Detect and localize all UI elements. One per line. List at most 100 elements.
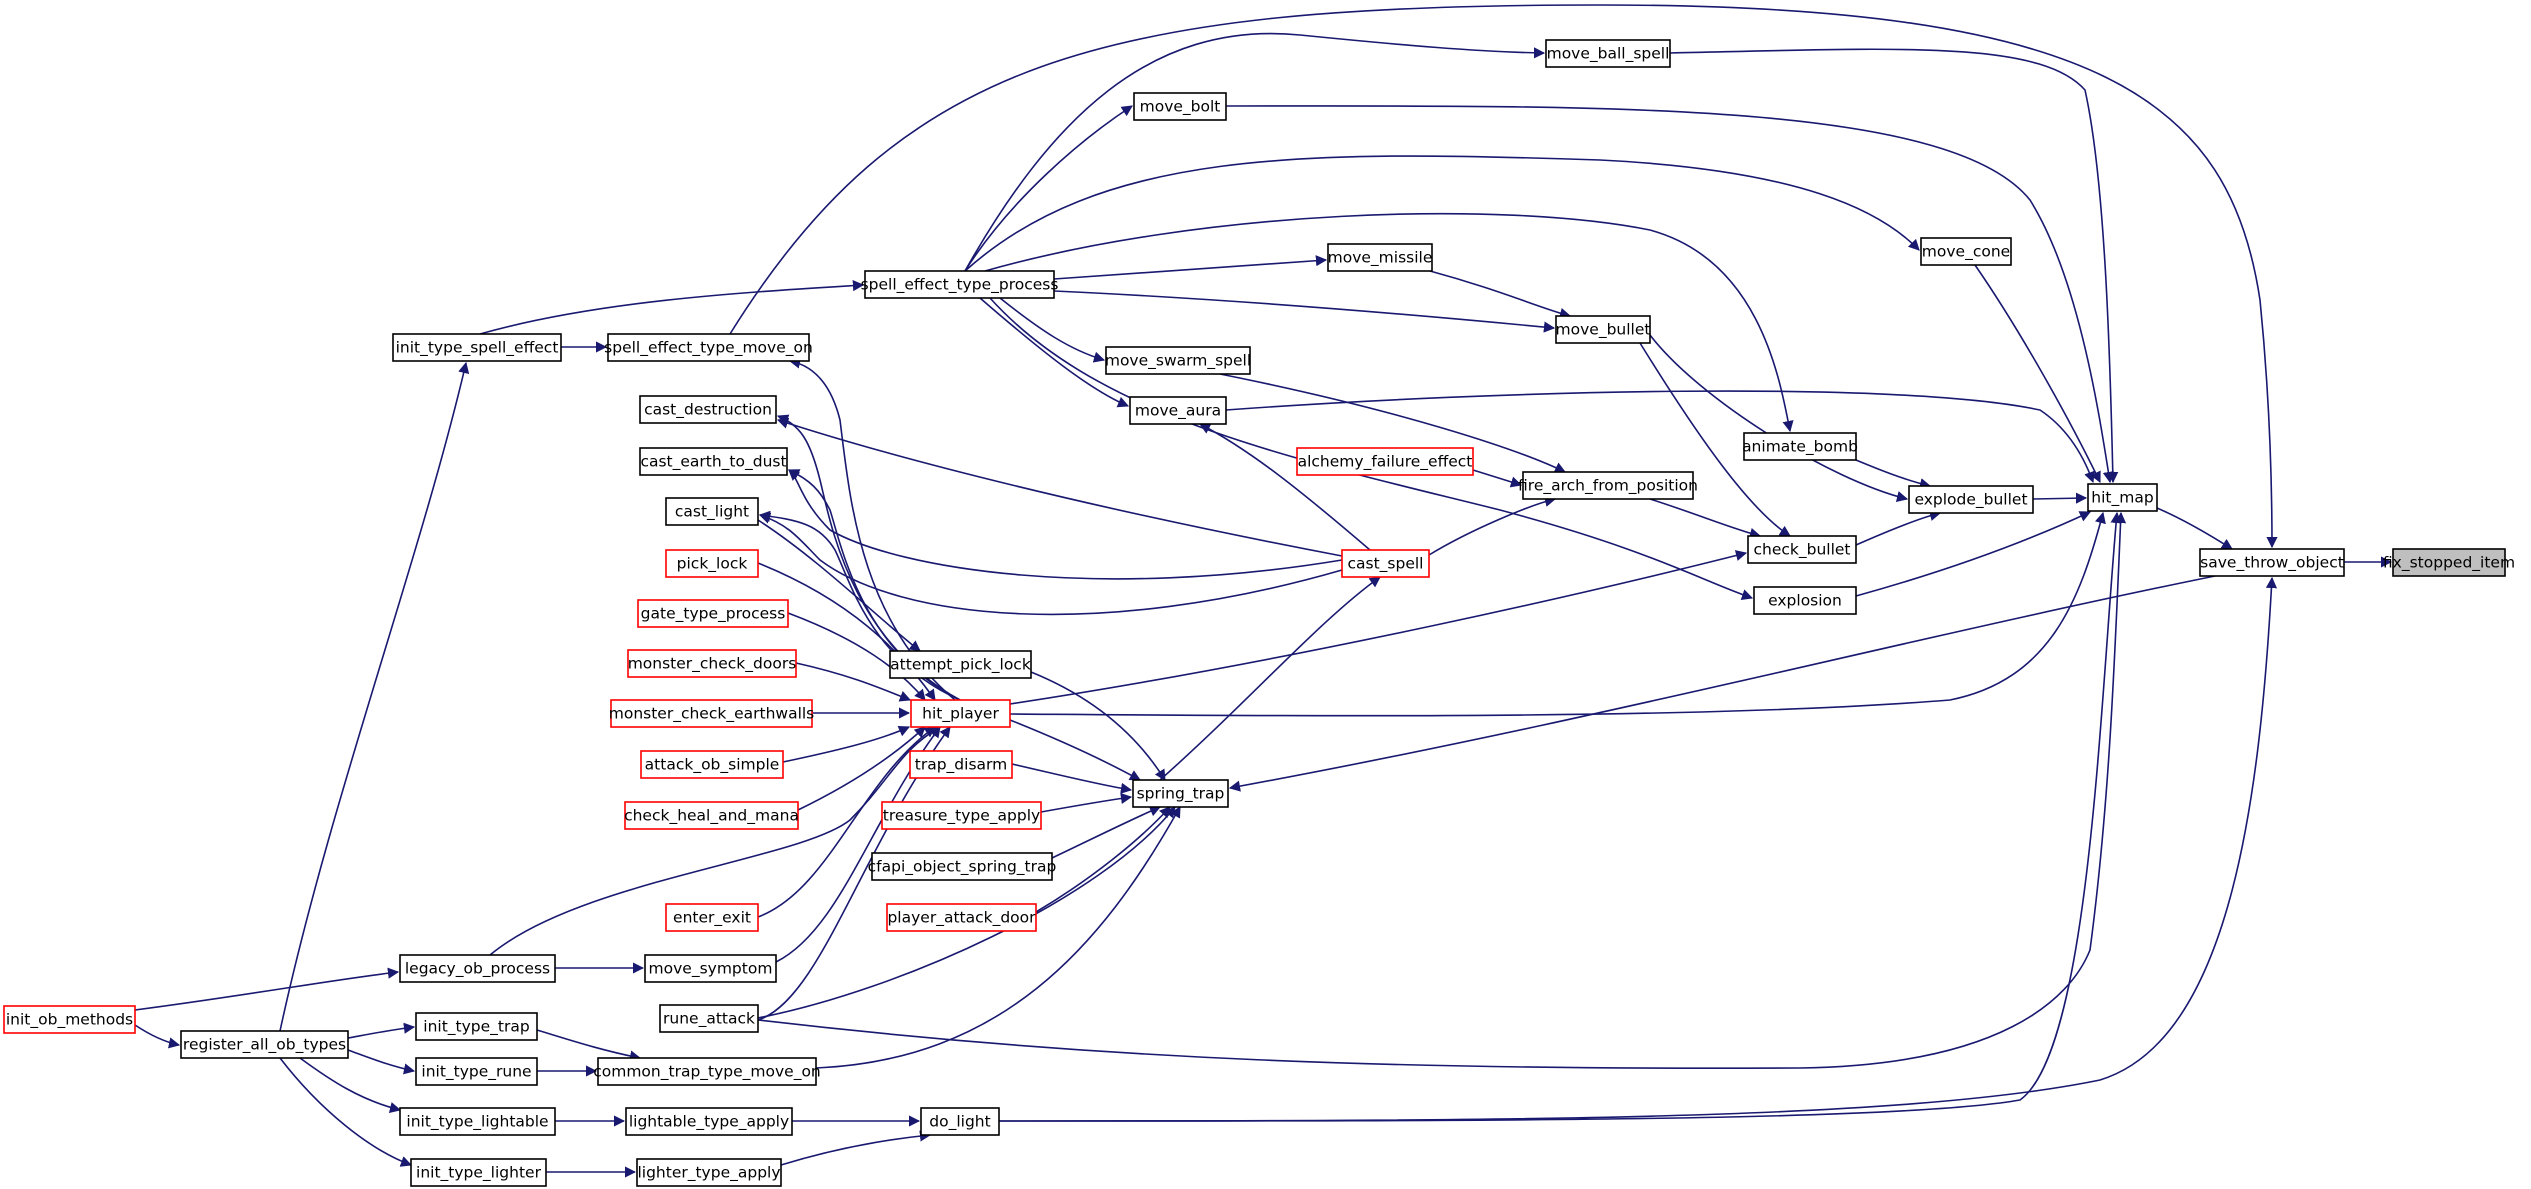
node-label: treasure_type_apply — [883, 807, 1040, 826]
edge-spell_effect_type_process-to-move_aura — [979, 297, 1130, 408]
node-monster-check-doors[interactable]: monster_check_doors — [627, 649, 797, 678]
node-move-ball-spell[interactable]: move_ball_spell — [1545, 39, 1671, 68]
node-move-bullet[interactable]: move_bullet — [1555, 315, 1651, 344]
node-move-cone[interactable]: move_cone — [1920, 237, 2012, 266]
node-box — [910, 699, 1011, 728]
node-label: monster_check_doors — [628, 655, 797, 674]
node-trap-disarm[interactable]: trap_disarm — [909, 750, 1013, 779]
node-box — [1743, 432, 1857, 461]
node-label: init_type_lighter — [416, 1164, 542, 1183]
node-pick-lock[interactable]: pick_lock — [665, 549, 759, 578]
node-check-heal-and-mana[interactable]: check_heal_and_mana — [624, 801, 799, 830]
node-gate-type-process[interactable]: gate_type_process — [637, 599, 789, 628]
node-cast-earth-to-dust[interactable]: cast_earth_to_dust — [639, 447, 788, 476]
node-spell-effect-type-move-on[interactable]: spell_effect_type_move_on — [604, 333, 813, 362]
edge-move_swarm_spell-to-fire_arch_from_position — [1219, 373, 1567, 473]
node-do-light[interactable]: do_light — [920, 1107, 1000, 1136]
edge-spring_trap-to-cast_spell — [1159, 576, 1381, 781]
node-cast-light[interactable]: cast_light — [665, 497, 759, 526]
node-cfapi-object-spring-trap[interactable]: cfapi_object_spring_trap — [868, 852, 1057, 881]
node-fix-stopped-item[interactable]: fix_stopped_item — [2383, 548, 2515, 577]
edge-cast_spell-to-fire_arch_from_position — [1428, 495, 1557, 556]
node-attempt-pick-lock[interactable]: attempt_pick_lock — [889, 650, 1032, 679]
node-box — [864, 270, 1055, 299]
node-save-throw-object[interactable]: save_throw_object — [2199, 548, 2345, 577]
node-alchemy-failure-effect[interactable]: alchemy_failure_effect — [1296, 447, 1474, 476]
node-move-missile[interactable]: move_missile — [1327, 243, 1433, 272]
node-box — [637, 599, 789, 628]
node-label: animate_bomb — [1742, 438, 1858, 457]
node-rune-attack[interactable]: rune_attack — [659, 1004, 759, 1033]
node-lightable-type-apply[interactable]: lightable_type_apply — [625, 1107, 793, 1136]
node-init-type-spell-effect[interactable]: init_type_spell_effect — [392, 333, 562, 362]
edge-cast_spell-to-move_aura — [1199, 423, 1371, 551]
node-init-ob-methods[interactable]: init_ob_methods — [3, 1005, 136, 1034]
node-common-trap-type-move-on[interactable]: common_trap_type_move_on — [593, 1057, 821, 1086]
edge-spell_effect_type_process-to-move_swarm_spell — [999, 297, 1106, 363]
edge-check_bullet-to-explode_bullet — [1855, 510, 1942, 546]
node-box — [1105, 346, 1251, 375]
node-fire-arch-from-position[interactable]: fire_arch_from_position — [1518, 471, 1698, 500]
node-box — [1341, 549, 1430, 578]
node-box — [871, 852, 1053, 881]
node-init-type-rune[interactable]: init_type_rune — [415, 1057, 538, 1086]
edge-treasure_type_apply-to-spring_trap — [1040, 792, 1133, 813]
node-label: attempt_pick_lock — [890, 656, 1031, 675]
node-explode-bullet[interactable]: explode_bullet — [1908, 485, 2034, 514]
node-lighter-type-apply[interactable]: lighter_type_apply — [636, 1158, 782, 1187]
node-label: fire_arch_from_position — [1518, 477, 1698, 496]
node-monster-check-earthwalls[interactable]: monster_check_earthwalls — [609, 699, 815, 728]
node-spell-effect-type-process[interactable]: spell_effect_type_process — [861, 270, 1059, 299]
node-init-type-trap[interactable]: init_type_trap — [415, 1012, 538, 1041]
node-label: enter_exit — [673, 909, 751, 928]
node-box — [639, 447, 788, 476]
node-cast-destruction[interactable]: cast_destruction — [639, 395, 777, 424]
node-box — [627, 649, 797, 678]
node-box — [1327, 243, 1433, 272]
node-check-bullet[interactable]: check_bullet — [1747, 535, 1857, 564]
node-register-all-ob-types[interactable]: register_all_ob_types — [180, 1030, 349, 1059]
node-move-bolt[interactable]: move_bolt — [1133, 92, 1227, 121]
node-label: init_type_trap — [423, 1018, 529, 1037]
node-label: explode_bullet — [1914, 491, 2027, 510]
node-label: legacy_ob_process — [405, 960, 550, 979]
node-label: check_heal_and_mana — [624, 807, 799, 826]
node-enter-exit[interactable]: enter_exit — [665, 903, 759, 932]
edge-spell_effect_type_process-to-move_bullet — [1053, 290, 1556, 333]
edge-hit_player-to-hit_map — [1009, 511, 2106, 717]
edge-animate_bomb-to-explode_bullet — [1855, 459, 1932, 490]
node-legacy-ob-process[interactable]: legacy_ob_process — [399, 954, 556, 983]
node-move-swarm-spell[interactable]: move_swarm_spell — [1105, 346, 1251, 375]
node-attack-ob-simple[interactable]: attack_ob_simple — [640, 750, 784, 779]
node-init-type-lighter[interactable]: init_type_lighter — [410, 1158, 547, 1187]
node-player-attack-door[interactable]: player_attack_door — [886, 903, 1037, 932]
edge-cfapi_object_spring_trap-to-spring_trap — [1051, 805, 1162, 859]
node-hit-player[interactable]: hit_player — [910, 699, 1011, 728]
node-move-aura[interactable]: move_aura — [1129, 396, 1227, 425]
node-hit-map[interactable]: hit_map — [2087, 483, 2158, 512]
node-spring-trap[interactable]: spring_trap — [1132, 779, 1229, 808]
node-box — [610, 699, 813, 728]
node-box — [1555, 315, 1651, 344]
node-label: monster_check_earthwalls — [609, 705, 815, 724]
node-box — [624, 801, 799, 830]
edge-init_type_spell_effect-to-spell_effect_type_process — [479, 280, 865, 335]
node-box — [2087, 483, 2158, 512]
edge-init_type_trap-to-common_trap_type_move_on — [536, 1029, 642, 1062]
node-label: init_type_rune — [421, 1063, 531, 1082]
node-animate-bomb[interactable]: animate_bomb — [1742, 432, 1858, 461]
node-move-symptom[interactable]: move_symptom — [644, 954, 777, 983]
node-box — [889, 650, 1032, 679]
node-label: init_ob_methods — [6, 1011, 133, 1030]
node-treasure-type-apply[interactable]: treasure_type_apply — [881, 801, 1042, 830]
node-label: alchemy_failure_effect — [1298, 453, 1473, 472]
node-label: common_trap_type_move_on — [593, 1063, 821, 1082]
node-box — [1545, 39, 1671, 68]
edge-monster_check_doors-to-hit_player — [795, 662, 912, 702]
node-explosion[interactable]: explosion — [1753, 586, 1857, 615]
edge-save_throw_object-to-spring_trap — [1228, 575, 2216, 792]
node-cast-spell[interactable]: cast_spell — [1341, 549, 1430, 578]
node-label: lightable_type_apply — [629, 1113, 789, 1132]
node-label: gate_type_process — [641, 605, 786, 624]
node-init-type-lightable[interactable]: init_type_lightable — [399, 1107, 556, 1136]
